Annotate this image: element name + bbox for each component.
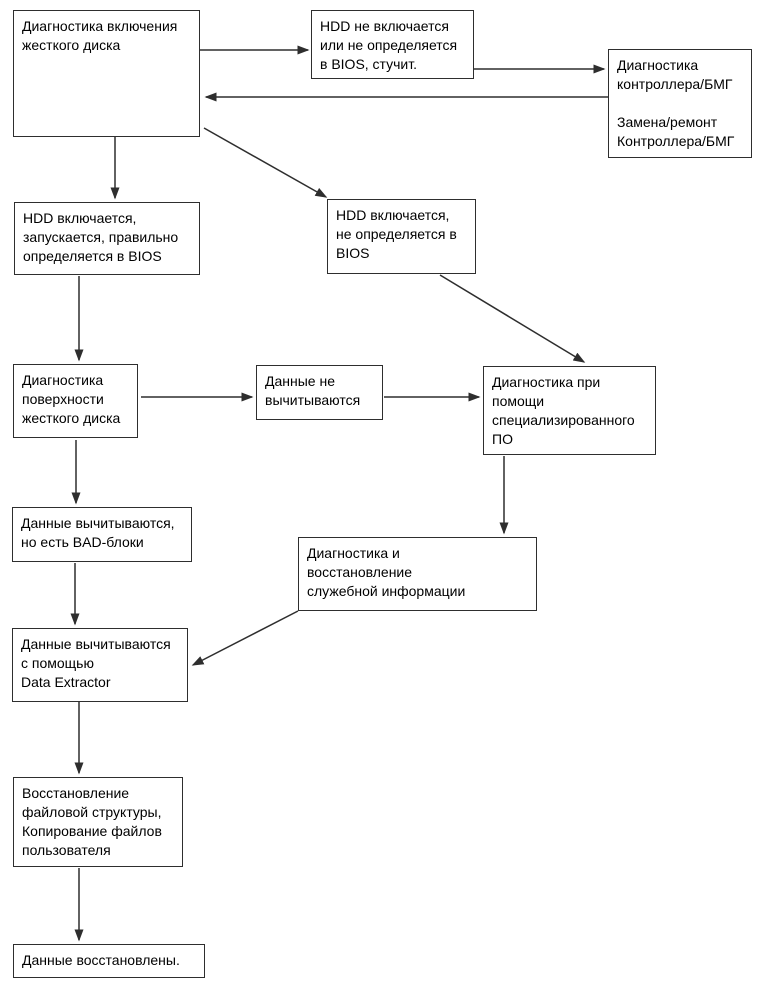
node-data-read-bad-blocks: Данные вычитываются, но есть BAD-блоки [12,507,192,562]
node-power-on-diagnostics: Диагностика включения жесткого диска [13,10,200,137]
node-software-diagnostics: Диагностика при помощи специализированно… [483,366,656,455]
node-controller-diagnostics: Диагностика контроллера/БМГ Замена/ремон… [608,49,752,158]
arrow-power-to-not-in-bios [203,127,328,198]
arrow-service-info-to-extractor [191,610,299,666]
node-surface-diagnostics: Диагностика поверхности жесткого диска [13,364,138,438]
node-service-info-recovery: Диагностика и восстановление служебной и… [298,537,537,611]
node-hdd-not-starting: HDD не включается или не определяется в … [311,10,474,79]
node-hdd-starts-ok: HDD включается, запускается, правильно о… [14,202,200,275]
node-data-extractor-read: Данные вычитываются с помощью Data Extra… [12,628,188,702]
node-file-structure-recovery: Восстановление файловой структуры, Копир… [13,777,183,867]
node-hdd-not-in-bios: HDD включается, не определяется в BIOS [327,199,476,274]
arrow-not-in-bios-to-software [439,274,586,363]
node-data-not-read: Данные не вычитываются [256,365,383,420]
node-data-recovered: Данные восстановлены. [13,944,205,978]
